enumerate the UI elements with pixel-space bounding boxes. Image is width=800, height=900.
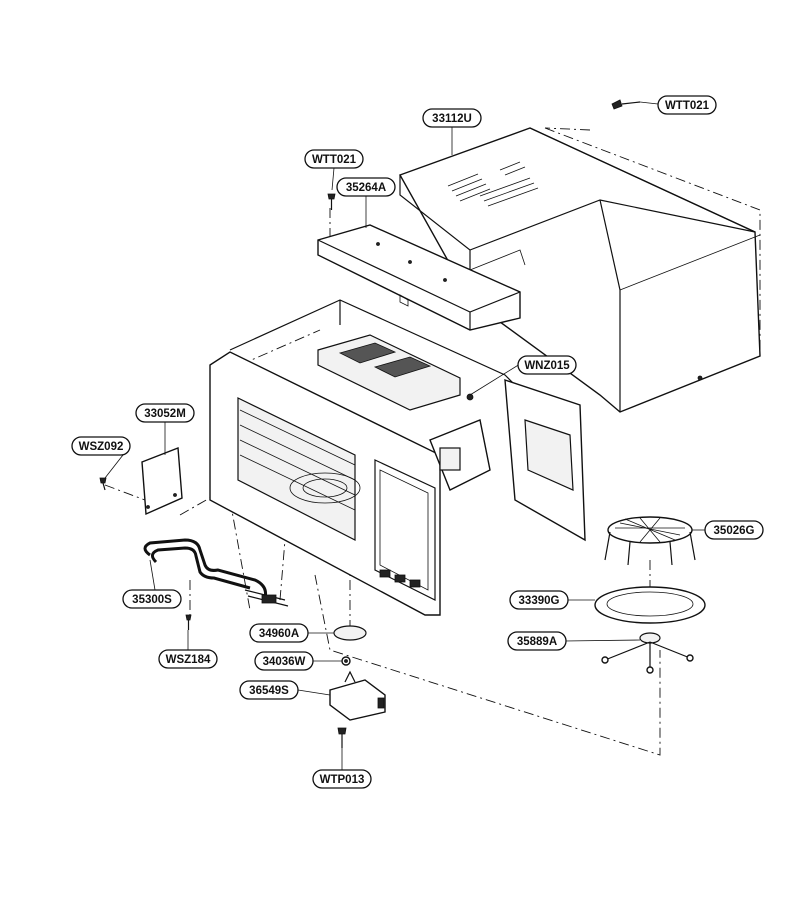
label-35264a: 35264A [336,177,396,197]
svg-text:35889A: 35889A [517,636,557,648]
top-plate-part [317,224,521,331]
outer-case-part [398,127,761,413]
glass-tray-part [594,586,706,624]
svg-text:35300S: 35300S [132,594,172,606]
svg-text:33390G: 33390G [519,595,560,607]
label-33390g: 33390G [509,590,569,610]
svg-text:34960A: 34960A [259,628,299,640]
screw-wsz092-icon [99,477,107,491]
motor-part [329,670,386,721]
label-wtt021-left: WTT021 [304,149,364,169]
svg-text:WTT021: WTT021 [312,154,357,166]
svg-text:33112U: 33112U [432,113,472,125]
svg-text:36549S: 36549S [249,685,289,697]
label-35300s: 35300S [122,589,182,609]
label-34960a: 34960A [249,623,309,643]
svg-text:33052M: 33052M [144,408,186,420]
coupler-part [333,625,367,641]
heater-part [143,538,289,607]
oven-chassis-part [209,299,586,616]
screw-wtp013-icon [337,727,347,748]
grill-rack-part [604,516,696,566]
screw-wsz184-icon [185,614,192,630]
roller-ring-part [601,632,694,674]
svg-text:WTT021: WTT021 [665,100,710,112]
svg-text:35264A: 35264A [346,182,386,194]
label-35026g: 35026G [704,520,764,540]
svg-text:WTP013: WTP013 [320,774,365,786]
label-wtt021-top: WTT021 [657,95,717,115]
label-wsz092: WSZ092 [71,436,131,456]
label-36549s: 36549S [239,680,299,700]
svg-text:34036W: 34036W [263,656,306,668]
svg-text:WSZ092: WSZ092 [79,441,124,453]
label-wsz184: WSZ184 [158,649,218,669]
cover-plate-part [141,447,183,516]
label-33112u: 33112U [422,108,482,128]
label-33052m: 33052M [135,403,195,423]
label-wnz015: WNZ015 [517,355,577,375]
label-34036w: 34036W [254,651,314,671]
svg-text:WNZ015: WNZ015 [524,360,570,372]
svg-text:35026G: 35026G [714,525,755,537]
screw-wtt021-top-icon [611,99,641,110]
case-vents [447,161,539,207]
washer-part [341,656,351,666]
label-35889a: 35889A [507,631,567,651]
svg-text:WSZ184: WSZ184 [166,654,211,666]
screw-wtt021-left-icon [327,193,336,210]
label-wtp013: WTP013 [312,769,372,789]
screw-wnz015-icon [466,393,474,401]
